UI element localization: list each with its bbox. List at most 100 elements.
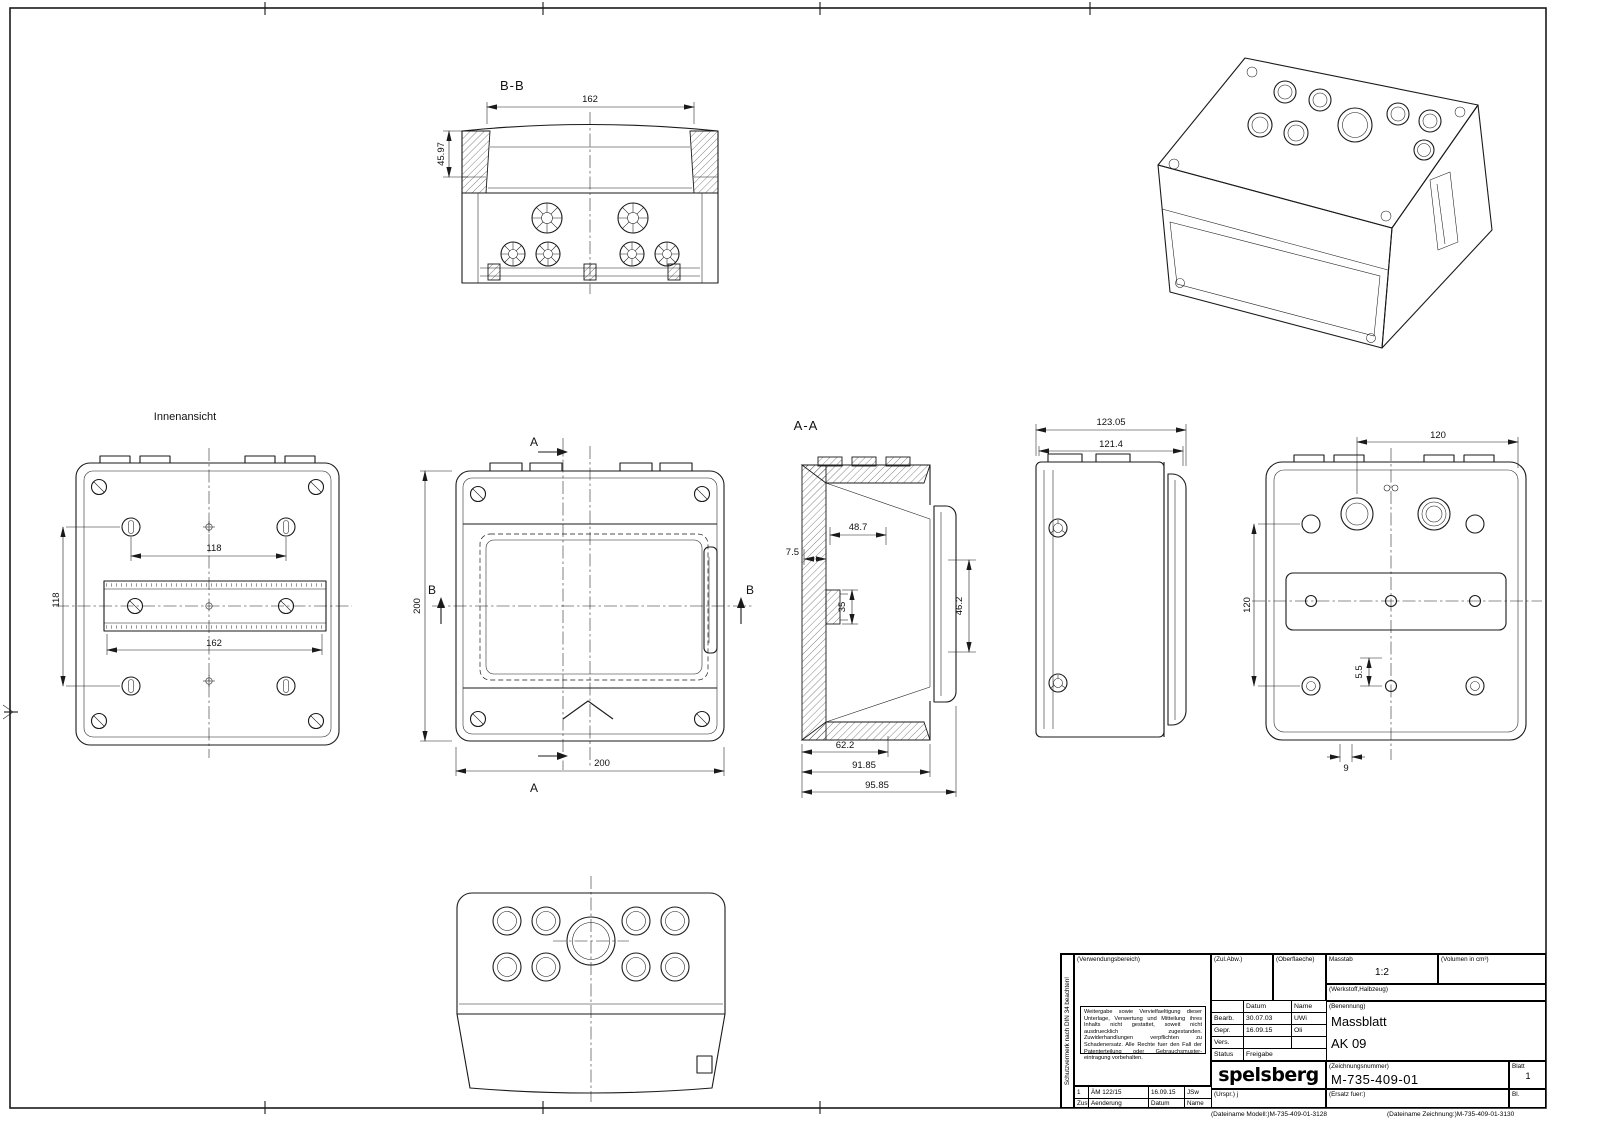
dateiname-zeichnung: (Dateiname Zeichnung:)M-735-409-01-3130: [1387, 1111, 1515, 1118]
revision-row: 1 ÄM 122/15 16.09.15 JSw: [1074, 1086, 1212, 1098]
table-corner-cell: [1212, 1001, 1244, 1013]
dateiname-modell: (Dateiname Modell:)M-735-409-01-3128: [1211, 1111, 1327, 1118]
dim-back-hole: 9: [1343, 763, 1348, 774]
title-ak09: AK 09: [1331, 1036, 1367, 1051]
volumen-cell: (Volumen in cm³): [1438, 954, 1545, 984]
cable-gland-icon: [531, 202, 563, 234]
corner-screw-icon: [307, 712, 325, 730]
dim-aa-opening: 46.2: [954, 597, 965, 616]
knockout-icon: [531, 952, 561, 982]
corner-screw-icon: [90, 712, 108, 730]
cable-gland-icon: [535, 241, 561, 267]
dim-bb-width: 162: [582, 94, 598, 105]
iso-right-face: [1381, 104, 1493, 349]
section-a-arrow-icon: [557, 752, 568, 760]
bl-label: Bl.: [1512, 1091, 1520, 1098]
oberflaeche-cell: (Oberflaeche): [1273, 954, 1326, 1001]
volumen-label: (Volumen in cm³): [1441, 956, 1489, 963]
spelsberg-logo: spelsberg: [1211, 1061, 1326, 1089]
view-label-bb: B-B: [500, 78, 525, 93]
cover-screw-icon: [1048, 518, 1068, 538]
dim-side-body: 121.4: [1099, 439, 1123, 450]
zul-abw-label: (Zul.Abw.): [1214, 956, 1243, 963]
werkstoff-cell: (Werkstoff,Halbzeug): [1326, 984, 1545, 1001]
copyright-note: Weitergabe sowie Vervielfaeltigung diese…: [1080, 1006, 1206, 1061]
sheet-frame: [2, 2, 1547, 1114]
corner-screw-icon: [469, 710, 487, 728]
knockout-icon: [531, 906, 561, 936]
col-name: Name: [1292, 1001, 1327, 1013]
view-bottom: [456, 876, 726, 1102]
row-status-value: Freigabe: [1244, 1049, 1327, 1061]
view-section-aa: A-A 48.7 7.5 35 46.2 62.2: [786, 418, 976, 798]
fixing-hole-icon: [1465, 676, 1485, 696]
rev-header-zust: Zust.: [1077, 1098, 1089, 1107]
mounting-hole-icon: [121, 517, 141, 537]
row-bearb-datum: 30.07.03: [1244, 1013, 1292, 1025]
title-block: Schutzvermerk nach DIN 34 beachten! (Ver…: [1060, 953, 1546, 1108]
section-a-label-top: A: [530, 435, 538, 449]
dim-back-holes-h: 120: [1430, 430, 1446, 441]
zul-abw-cell: (Zul.Abw.): [1211, 954, 1273, 1001]
dim-aa-depth1: 62.2: [836, 740, 855, 751]
cable-gland-icon: [654, 241, 680, 267]
masstab-label: Masstab: [1329, 956, 1353, 963]
aa-back-wall: [801, 464, 827, 741]
rev-header-name: Name: [1185, 1098, 1212, 1107]
row-vers-datum: [1244, 1037, 1292, 1049]
drawing-number: M-735-409-01: [1331, 1072, 1419, 1087]
blatt-cell: Blatt 1: [1509, 1061, 1545, 1089]
section-b-label-left: B: [428, 583, 436, 597]
mounting-hole-icon: [121, 676, 141, 696]
row-gepr-name: Oli: [1292, 1025, 1327, 1037]
section-b-arrow-icon: [437, 597, 445, 608]
ersatz-cell: (Ersatz fuer:): [1326, 1089, 1509, 1107]
knockout-icon: [621, 906, 651, 936]
benennung-cell: (Benennung) Massblatt AK 09: [1326, 1001, 1545, 1061]
view-side: 123.05 121.4: [1035, 417, 1187, 738]
dim-aa-rail-height: 35: [837, 602, 848, 613]
rev-header-datum: Datum: [1149, 1098, 1185, 1107]
col-datum: Datum: [1244, 1001, 1292, 1013]
aa-din-rail-section: [825, 589, 841, 625]
rev-datum: 16.09.15: [1149, 1087, 1185, 1098]
knockout-icon: [660, 952, 690, 982]
knockout-icon: [492, 906, 522, 936]
dim-innen-rail: 162: [206, 638, 222, 649]
iso-front-face: [1157, 164, 1393, 349]
dim-back-slot: 5.5: [1354, 665, 1365, 678]
front-enclosure-outline: [455, 470, 725, 742]
masstab-value: 1:2: [1375, 967, 1389, 978]
view-section-bb: B-B 162 45.97: [436, 78, 719, 294]
row-vers-label: Vers.: [1212, 1037, 1244, 1049]
view-label-aa: A-A: [794, 418, 819, 433]
urspr-label: (Urspr.) j: [1214, 1091, 1239, 1098]
side-cover-outline: [1167, 473, 1187, 726]
row-status-label: Status: [1212, 1049, 1244, 1061]
innen-enclosure-outline: [75, 462, 340, 746]
back-enclosure-outline: [1265, 461, 1527, 741]
dim-innen-holes-v: 118: [51, 592, 62, 607]
schutzvermerk-text: Schutzvermerk nach DIN 34 beachten!: [1064, 977, 1071, 1086]
corner-screw-icon: [307, 478, 325, 496]
rev-header-aenderung: Aenderung: [1089, 1098, 1149, 1107]
center-hole-icon: [202, 674, 216, 688]
corner-screw-icon: [469, 485, 487, 503]
approval-table: Datum Name Bearb. 30.07.03 UWi Gepr. 16.…: [1211, 1001, 1327, 1061]
row-vers-name: [1292, 1037, 1327, 1049]
schutzvermerk-strip: Schutzvermerk nach DIN 34 beachten!: [1061, 954, 1074, 1107]
corner-screw-icon: [693, 710, 711, 728]
title-massblatt: Massblatt: [1331, 1014, 1387, 1029]
zeichnungsnummer-label: (Zeichnungsnummer): [1329, 1063, 1389, 1070]
dim-back-holes-v: 120: [1242, 597, 1253, 613]
view-front: A A B B 200 200: [412, 435, 754, 795]
corner-screw-icon: [693, 485, 711, 503]
section-b-label-right: B: [746, 583, 754, 597]
dim-bb-lid-height: 45.97: [436, 142, 447, 166]
ersatz-label: (Ersatz fuer:): [1329, 1091, 1366, 1098]
iso-top-face: [1157, 57, 1479, 229]
bottom-enclosure-outline: [456, 892, 726, 1094]
iso-latch: [1429, 171, 1459, 251]
knockout-icon: [492, 952, 522, 982]
